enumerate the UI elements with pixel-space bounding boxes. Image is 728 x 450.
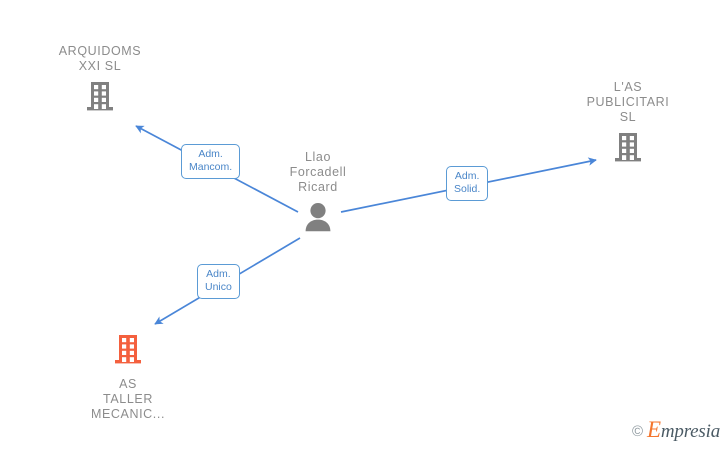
building-icon xyxy=(611,131,645,170)
edge-label-adm-mancom[interactable]: Adm. Mancom. xyxy=(181,144,241,179)
node-person-llao-forcadell-ricard[interactable]: Llao Forcadell Ricard xyxy=(248,150,388,238)
empresia-logo-text: Empresia xyxy=(647,417,720,442)
node-as-taller-mecanic[interactable]: AS TALLER MECANIC... xyxy=(58,333,198,422)
edge-label-adm-solid[interactable]: Adm. Solid. xyxy=(446,166,489,201)
empresia-logo-rest: mpresia xyxy=(660,421,720,442)
copyright-icon: © xyxy=(631,422,644,440)
node-las-publicitari[interactable]: L'AS PUBLICITARI SL xyxy=(558,80,698,170)
node-label-arquidoms: ARQUIDOMS XXI SL xyxy=(58,44,142,73)
node-label-as-taller-mecanic: AS TALLER MECANIC... xyxy=(90,377,166,421)
building-icon xyxy=(83,80,117,119)
edge-label-adm-unico[interactable]: Adm. Unico xyxy=(197,264,240,299)
person-icon xyxy=(301,201,335,238)
empresia-watermark: © Empresia xyxy=(631,417,720,442)
node-arquidoms[interactable]: ARQUIDOMS XXI SL xyxy=(30,44,170,119)
empresia-logo-initial: E xyxy=(647,417,661,442)
building-icon xyxy=(111,333,145,372)
node-label-person: Llao Forcadell Ricard xyxy=(289,150,347,194)
node-label-las-publicitari: L'AS PUBLICITARI SL xyxy=(586,80,670,124)
